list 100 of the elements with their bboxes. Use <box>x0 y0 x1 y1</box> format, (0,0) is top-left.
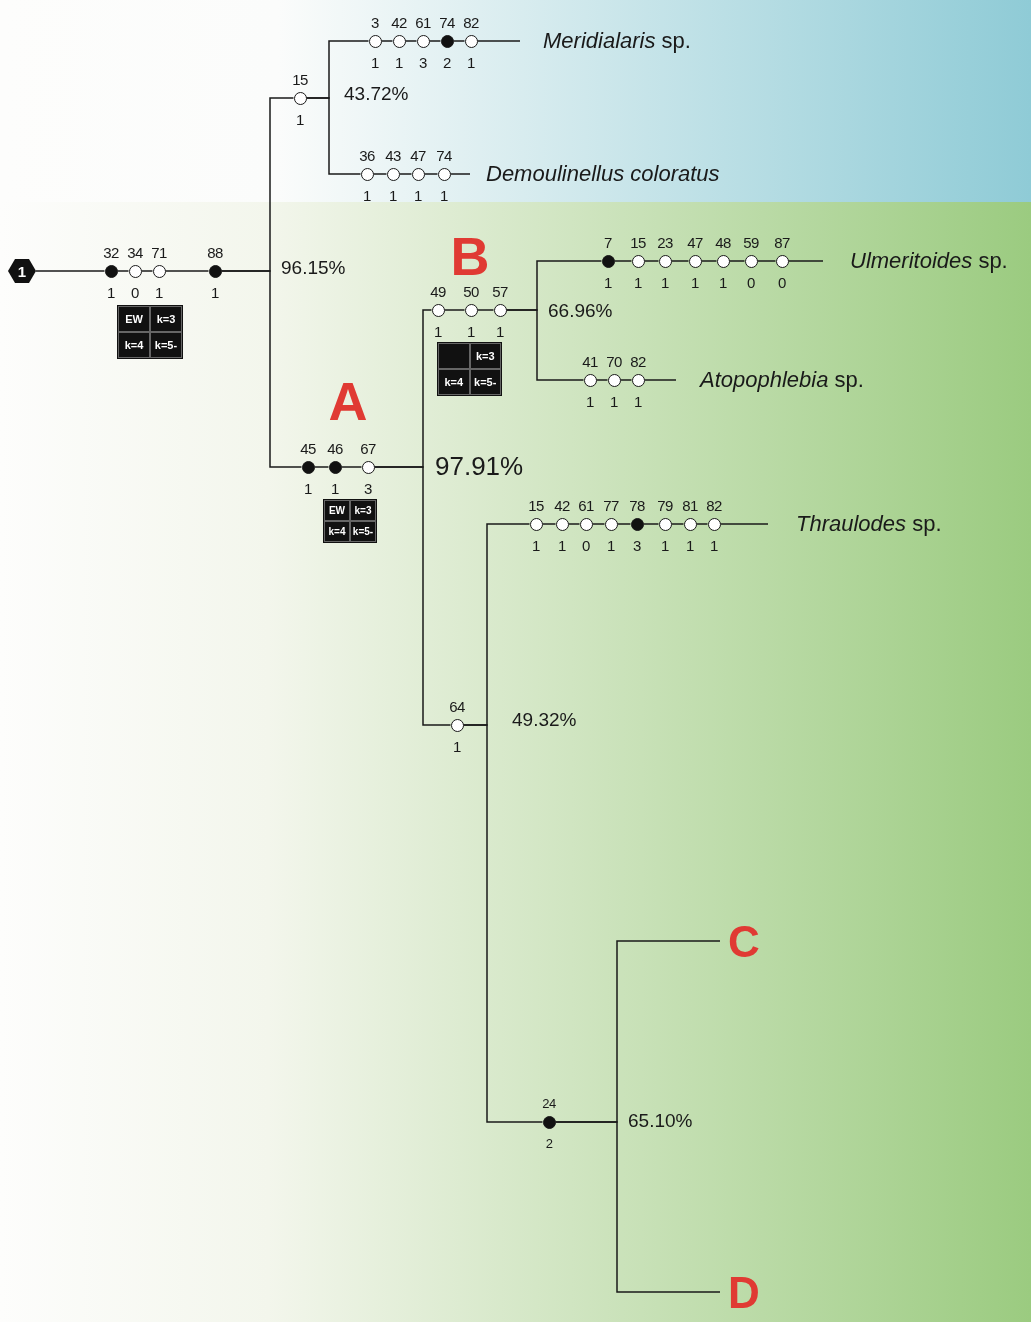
branch-line <box>700 260 718 262</box>
branch-line <box>643 379 677 381</box>
branch-line <box>305 97 362 175</box>
state-number: 1 <box>467 54 475 70</box>
state-number: 1 <box>610 393 618 409</box>
character-number: 61 <box>415 14 431 30</box>
support-value: k=4 <box>324 521 350 542</box>
character-number: 82 <box>706 497 722 513</box>
clade-letter: B <box>450 229 490 284</box>
state-number: 1 <box>304 480 312 496</box>
character-number: 87 <box>774 234 790 250</box>
branch-line <box>313 466 330 468</box>
branch-line <box>220 270 303 468</box>
character-number: 43 <box>385 147 401 163</box>
state-number: 1 <box>661 537 669 553</box>
state-number: 1 <box>719 274 727 290</box>
branch-line <box>35 270 106 272</box>
state-number: 1 <box>691 274 699 290</box>
state-number: 1 <box>211 284 219 300</box>
character-number: 36 <box>359 147 375 163</box>
branch-line <box>404 40 418 42</box>
support-value: k=5- <box>350 521 376 542</box>
support-value: k=5- <box>469 369 501 395</box>
branch-line <box>116 270 130 272</box>
character-number: 59 <box>743 234 759 250</box>
character-number: 42 <box>554 497 570 513</box>
support-value: k=4 <box>118 332 150 358</box>
character-number: 64 <box>449 698 465 714</box>
branch-line <box>398 173 413 175</box>
character-number: 41 <box>582 353 598 369</box>
clade-letter: C <box>720 920 760 964</box>
clade-letter: A <box>328 374 368 429</box>
character-number: 47 <box>410 147 426 163</box>
state-number: 1 <box>532 537 540 553</box>
branch-line <box>476 40 521 42</box>
branch-line <box>643 260 660 262</box>
state-number: 1 <box>395 54 403 70</box>
branch-line <box>595 379 609 381</box>
state-number: 0 <box>131 284 139 300</box>
character-number: 45 <box>300 440 316 456</box>
character-number: 71 <box>151 244 167 260</box>
character-number: 15 <box>630 234 646 250</box>
state-number: 1 <box>453 738 461 754</box>
character-number: 82 <box>630 353 646 369</box>
character-number: 81 <box>682 497 698 513</box>
state-number: 1 <box>434 323 442 339</box>
state-number: 1 <box>155 284 163 300</box>
character-number: 88 <box>207 244 223 260</box>
support-percentage: 96.15% <box>281 257 346 277</box>
support-grid <box>117 305 183 359</box>
taxon-name: Demoulinellus coloratus <box>470 163 720 185</box>
state-number: 3 <box>633 537 641 553</box>
state-number: 0 <box>778 274 786 290</box>
state-number: 1 <box>607 537 615 553</box>
support-value: EW <box>324 500 350 521</box>
character-number: 79 <box>657 497 673 513</box>
support-percentage: 97.91% <box>435 452 524 479</box>
state-number: 2 <box>545 1136 553 1150</box>
branch-line <box>443 309 466 311</box>
branch-line <box>554 1121 721 1293</box>
branch-line <box>695 523 709 525</box>
branch-line <box>613 260 633 262</box>
taxon-name: Thraulodes sp. <box>768 513 942 535</box>
support-percentage: 65.10% <box>628 1110 693 1130</box>
state-number: 1 <box>586 393 594 409</box>
support-value: k=3 <box>150 306 182 332</box>
branch-line <box>449 173 471 175</box>
branch-line <box>372 173 388 175</box>
state-number: 0 <box>582 537 590 553</box>
branch-line <box>423 173 439 175</box>
character-number: 47 <box>687 234 703 250</box>
branch-line <box>591 523 606 525</box>
support-value: k=5- <box>150 332 182 358</box>
branch-line <box>380 40 394 42</box>
state-number: 3 <box>364 480 372 496</box>
branch-line <box>462 724 544 1123</box>
branch-line <box>164 270 210 272</box>
character-number: 74 <box>436 147 452 163</box>
character-number: 78 <box>629 497 645 513</box>
branch-line <box>373 466 452 726</box>
root-hexagon <box>8 259 36 283</box>
character-number: 3 <box>371 14 379 30</box>
branch-line <box>140 270 154 272</box>
state-number: 3 <box>419 54 427 70</box>
branch-line <box>428 40 442 42</box>
support-percentage: 49.32% <box>512 709 577 729</box>
character-number: 34 <box>127 244 143 260</box>
support-percentage: 66.96% <box>548 300 613 320</box>
branch-line <box>719 523 769 525</box>
root-number: 1 <box>16 261 28 282</box>
state-number: 1 <box>107 284 115 300</box>
support-value: k=4 <box>438 369 470 395</box>
character-number: 67 <box>360 440 376 456</box>
state-number: 1 <box>467 323 475 339</box>
state-number: 1 <box>686 537 694 553</box>
support-value: k=3 <box>350 500 376 521</box>
branch-line <box>541 523 557 525</box>
state-number: 1 <box>296 111 304 127</box>
state-number: 1 <box>363 187 371 203</box>
state-number: 1 <box>371 54 379 70</box>
